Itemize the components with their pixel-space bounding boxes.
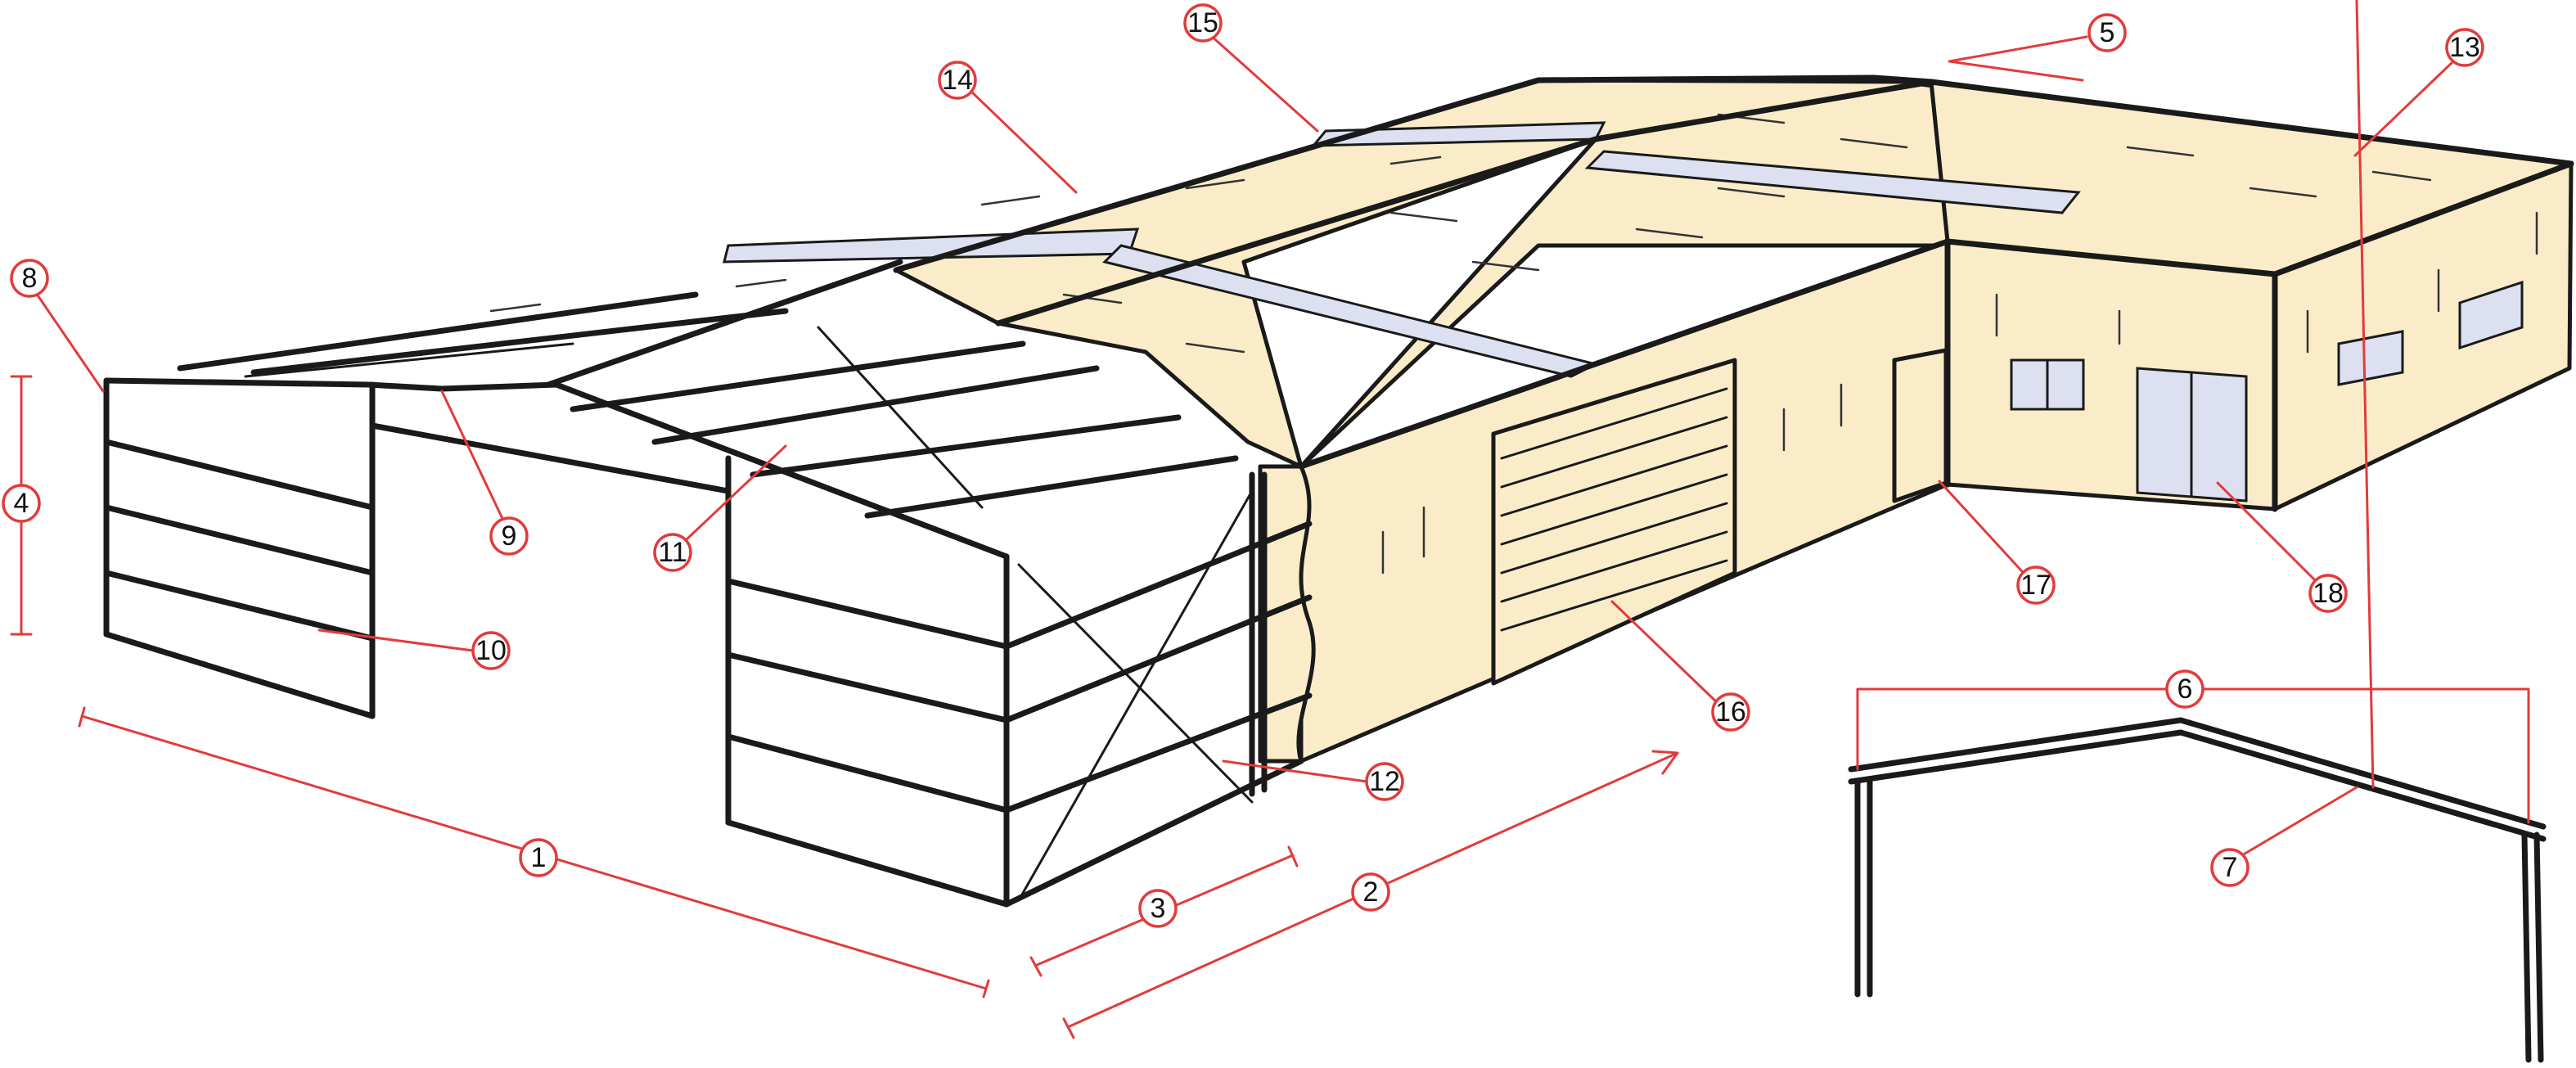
callout-10: 10	[471, 631, 511, 670]
callout-2-label: 2	[1363, 876, 1379, 908]
rollup-door-slats	[1500, 387, 1728, 632]
callout-17-label: 17	[2020, 570, 2051, 601]
callout-13-label: 13	[2449, 32, 2480, 63]
callout-10-label: 10	[475, 635, 507, 666]
roof-ridge	[893, 74, 2574, 512]
callout-9: 9	[489, 516, 529, 556]
wall-bracing-2	[1017, 489, 1254, 902]
callout-11-label: 11	[658, 537, 687, 568]
endwall-rafter	[103, 377, 1010, 560]
annex-side-window-2	[2458, 280, 2524, 350]
callout-16: 16	[1711, 692, 1750, 732]
callout-14: 14	[938, 61, 977, 100]
callout-6-label: 6	[2177, 674, 2193, 705]
callout-17: 17	[2016, 566, 2056, 605]
callout-8-label: 8	[22, 263, 38, 294]
annex-building	[1929, 79, 2574, 511]
annex-side-window-1	[2337, 330, 2404, 386]
callout-13: 13	[2445, 28, 2484, 67]
cladding-texture	[489, 113, 2538, 575]
callout-7: 7	[2210, 848, 2249, 887]
portal-frame	[1848, 717, 2547, 1063]
callout-9-label: 9	[502, 520, 517, 552]
callout-15-label: 15	[1187, 7, 1218, 38]
callout-3: 3	[1138, 889, 1178, 928]
personnel-door	[1892, 348, 1948, 503]
main-side-wall	[1258, 239, 1950, 764]
callout-11: 11	[653, 533, 692, 572]
callout-1-label: 1	[531, 842, 547, 873]
wall-bracing-1	[1017, 563, 1254, 804]
callout-15: 15	[1183, 3, 1223, 43]
callout-12: 12	[1365, 762, 1404, 801]
callout-4: 4	[2, 484, 41, 523]
skylights	[723, 121, 2081, 378]
callout-16-label: 16	[1715, 696, 1746, 728]
callout-18-label: 18	[2313, 578, 2344, 609]
callout-14-label: 14	[942, 65, 973, 96]
callout-5-label: 5	[2100, 17, 2115, 48]
callout-3-label: 3	[1151, 893, 1166, 924]
steel-frame	[103, 259, 1313, 908]
callout-4-label: 4	[14, 488, 29, 519]
callout-6: 6	[2165, 669, 2204, 709]
skylight-right-lower	[1102, 244, 1600, 378]
callout-1: 1	[519, 838, 558, 877]
callout-12-label: 12	[1369, 766, 1400, 797]
skylight-right-upper	[1584, 150, 2081, 214]
callout-18: 18	[2308, 574, 2348, 613]
callout-2: 2	[1351, 872, 1390, 912]
callout-5: 5	[2087, 13, 2127, 52]
callout-7-label: 7	[2222, 852, 2238, 883]
callout-8: 8	[10, 259, 49, 298]
